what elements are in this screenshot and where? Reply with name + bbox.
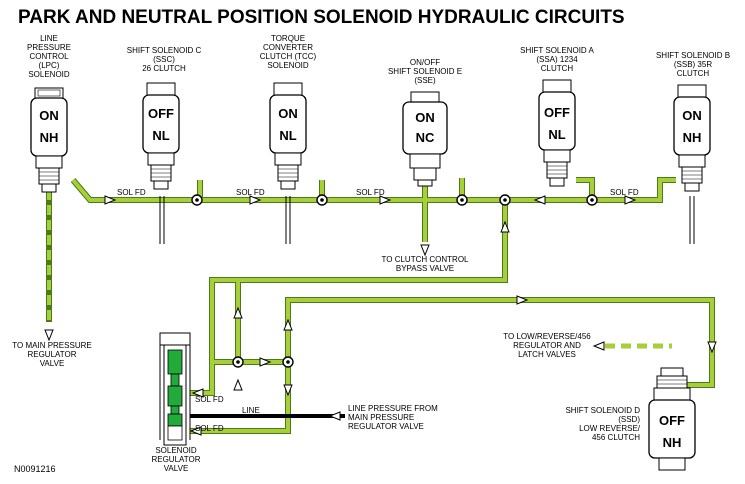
- svg-text:SOLENOID: SOLENOID: [155, 446, 197, 455]
- solenoid-ssd-state: OFF: [659, 413, 685, 428]
- solenoid-regulator-valve: [159, 332, 191, 446]
- svg-text:TO LOW/REVERSE/456: TO LOW/REVERSE/456: [503, 332, 591, 341]
- figure-code: N0091216: [14, 464, 56, 474]
- svg-text:(SSC): (SSC): [153, 55, 175, 64]
- svg-text:ON/OFF: ON/OFF: [410, 58, 440, 67]
- solenoid-ssb-state: ON: [682, 108, 702, 123]
- svg-text:(SSD): (SSD): [618, 415, 640, 424]
- svg-text:PRESSURE: PRESSURE: [27, 43, 71, 52]
- sol-fd-labels: SOL FD SOL FD SOL FD SOL FD SOL FD SOL F…: [117, 188, 639, 433]
- svg-text:TO MAIN PRESSURE: TO MAIN PRESSURE: [12, 341, 91, 350]
- solenoid-sse-state: ON: [415, 110, 435, 125]
- svg-text:(SSE): (SSE): [414, 76, 436, 85]
- svg-text:SHIFT SOLENOID E: SHIFT SOLENOID E: [388, 67, 462, 76]
- svg-text:SOLENOID: SOLENOID: [28, 70, 70, 79]
- sol-fd-label: SOL FD: [356, 188, 385, 197]
- svg-text:(SSB) 35R: (SSB) 35R: [674, 60, 712, 69]
- solenoid-ssc-state: OFF: [148, 106, 174, 121]
- sol-fd-label: SOL FD: [236, 188, 265, 197]
- svg-text:LINE: LINE: [40, 34, 58, 43]
- svg-text:VALVE: VALVE: [164, 464, 189, 473]
- label-ssa: SHIFT SOLENOID A (SSA) 1234 CLUTCH: [520, 46, 594, 73]
- solenoid-lpc-type: NH: [40, 130, 59, 145]
- solenoid-sse: ON NC: [402, 91, 448, 187]
- label-sse: ON/OFF SHIFT SOLENOID E (SSE): [388, 58, 462, 85]
- solenoid-ssc: OFF NL: [142, 82, 180, 190]
- svg-text:CLUTCH: CLUTCH: [541, 64, 574, 73]
- svg-text:CONTROL: CONTROL: [29, 52, 69, 61]
- svg-text:(SSA) 1234: (SSA) 1234: [536, 55, 578, 64]
- svg-text:LINE PRESSURE FROM: LINE PRESSURE FROM: [348, 404, 438, 413]
- solenoid-tcc-state: ON: [278, 106, 298, 121]
- svg-text:REGULATOR AND: REGULATOR AND: [513, 341, 581, 350]
- solenoid-ssb-type: NH: [683, 130, 702, 145]
- svg-text:CLUTCH: CLUTCH: [677, 69, 710, 78]
- label-lpc: LINE PRESSURE CONTROL (LPC) SOLENOID: [27, 34, 71, 79]
- svg-text:(LPC): (LPC): [39, 61, 60, 70]
- note-clutch-control: TO CLUTCH CONTROL BYPASS VALVE: [382, 255, 470, 273]
- flow-arrows: [44, 195, 717, 436]
- solenoid-tcc: ON NL: [269, 82, 307, 190]
- solenoid-ssb: ON NH: [673, 84, 711, 192]
- fluid-lines: [46, 177, 715, 434]
- label-ssd: SHIFT SOLENOID D (SSD) LOW REVERSE/ 456 …: [565, 406, 640, 442]
- svg-text:26 CLUTCH: 26 CLUTCH: [142, 64, 186, 73]
- svg-text:CONVERTER: CONVERTER: [263, 43, 313, 52]
- solenoid-sse-type: NC: [416, 130, 435, 145]
- label-ssb: SHIFT SOLENOID B (SSB) 35R CLUTCH: [656, 51, 730, 78]
- solenoid-tcc-type: NL: [279, 128, 296, 143]
- note-line-pressure-from: LINE PRESSURE FROM MAIN PRESSURE REGULAT…: [348, 404, 438, 431]
- solenoid-ssc-type: NL: [152, 128, 169, 143]
- svg-text:LATCH VALVES: LATCH VALVES: [518, 350, 576, 359]
- svg-text:CLUTCH (TCC): CLUTCH (TCC): [260, 52, 317, 61]
- solenoid-lpc-state: ON: [39, 108, 59, 123]
- svg-text:LOW REVERSE/: LOW REVERSE/: [579, 424, 641, 433]
- svg-text:MAIN PRESSURE: MAIN PRESSURE: [348, 413, 414, 422]
- junction-nodes: [191, 194, 598, 368]
- solenoid-ssd: OFF NH: [648, 367, 696, 471]
- sol-fd-label: SOL FD: [610, 188, 639, 197]
- svg-text:SHIFT SOLENOID D: SHIFT SOLENOID D: [565, 406, 640, 415]
- svg-text:REGULATOR VALVE: REGULATOR VALVE: [348, 422, 424, 431]
- solenoid-ssa-type: NL: [548, 127, 565, 142]
- sol-fd-label: SOL FD: [117, 188, 146, 197]
- solenoid-ssd-type: NH: [663, 435, 682, 450]
- svg-text:REGULATOR: REGULATOR: [151, 455, 200, 464]
- svg-text:VALVE: VALVE: [40, 359, 65, 368]
- note-low-reverse: TO LOW/REVERSE/456 REGULATOR AND LATCH V…: [503, 332, 591, 359]
- note-regulator-valve: SOLENOID REGULATOR VALVE: [151, 446, 200, 473]
- label-ssc: SHIFT SOLENOID C (SSC) 26 CLUTCH: [127, 46, 202, 73]
- svg-text:SHIFT SOLENOID B: SHIFT SOLENOID B: [656, 51, 730, 60]
- svg-text:456 CLUTCH: 456 CLUTCH: [592, 433, 640, 442]
- svg-text:SOLENOID: SOLENOID: [267, 61, 309, 70]
- sol-fd-label: SOL FD: [195, 424, 224, 433]
- solenoid-ssa-state: OFF: [544, 105, 570, 120]
- solenoid-ssa: OFF NL: [538, 79, 576, 187]
- solenoid-lpc: ON NH: [30, 87, 68, 193]
- svg-text:TORQUE: TORQUE: [271, 34, 305, 43]
- svg-text:REGULATOR: REGULATOR: [27, 350, 76, 359]
- line-label: LINE: [242, 406, 260, 415]
- label-tcc: TORQUE CONVERTER CLUTCH (TCC) SOLENOID: [260, 34, 317, 70]
- svg-text:SHIFT SOLENOID A: SHIFT SOLENOID A: [520, 46, 594, 55]
- svg-text:SHIFT SOLENOID C: SHIFT SOLENOID C: [127, 46, 202, 55]
- sol-fd-label: SOL FD: [195, 395, 224, 404]
- note-main-pressure: TO MAIN PRESSURE REGULATOR VALVE: [12, 341, 91, 368]
- diagram-title: PARK AND NEUTRAL POSITION SOLENOID HYDRA…: [18, 7, 625, 28]
- svg-text:TO CLUTCH CONTROL: TO CLUTCH CONTROL: [382, 255, 470, 264]
- svg-text:BYPASS VALVE: BYPASS VALVE: [396, 264, 454, 273]
